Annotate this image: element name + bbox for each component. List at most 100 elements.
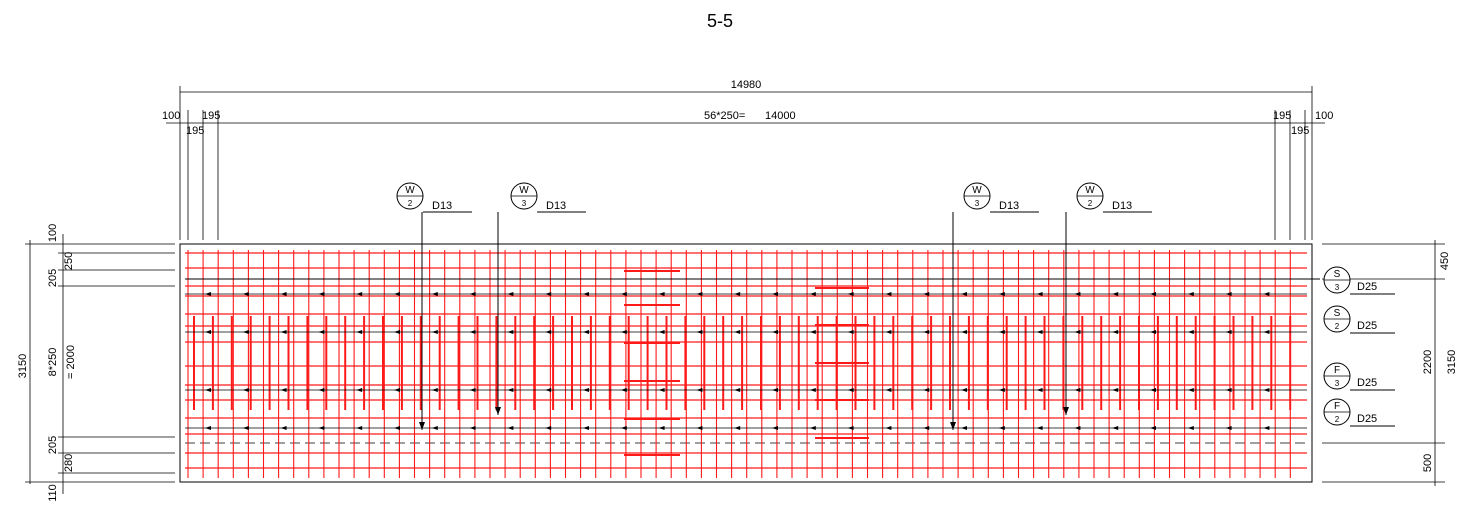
tie-arrow	[356, 388, 363, 392]
tie-arrow	[1036, 426, 1043, 430]
tie-arrow	[318, 292, 325, 296]
tie-arrow	[734, 426, 741, 430]
tie-arrow	[1112, 388, 1119, 392]
span-label: 56*250=	[704, 110, 745, 122]
tie-arrow	[885, 330, 892, 334]
tie-arrow	[394, 330, 400, 334]
tag-letter: S	[1334, 269, 1341, 280]
tie-arrow	[1263, 426, 1270, 430]
tie-arrow	[658, 330, 665, 334]
tie-arrow	[1150, 330, 1156, 334]
tag-label: D25	[1357, 281, 1377, 293]
left-edge-dim: 100	[162, 110, 180, 122]
right-2200-dim: 2200	[1422, 350, 1434, 374]
tie-arrow	[1187, 426, 1194, 430]
left-a-dim: 195	[202, 110, 220, 122]
tie-arrow	[620, 388, 627, 392]
tie-arrow	[734, 330, 741, 334]
tie-arrow	[507, 426, 514, 430]
tie-arrow	[696, 292, 703, 296]
tie-arrow	[507, 292, 514, 296]
tie-arrow	[658, 292, 665, 296]
tie-arrow	[1187, 292, 1194, 296]
tie-arrow	[431, 388, 438, 392]
tie-arrow	[1187, 330, 1194, 334]
tie-arrow	[545, 330, 552, 334]
tie-arrow	[885, 292, 892, 296]
left-110-dim: 110	[47, 484, 59, 502]
tag-letter: F	[1334, 365, 1340, 376]
tie-arrow	[242, 426, 249, 430]
tag-number: 2	[408, 199, 413, 208]
tie-arrow	[1074, 388, 1081, 392]
tag-number: 2	[1335, 322, 1340, 331]
tie-arrow	[1263, 292, 1270, 296]
left-mid-eq-dim: = 2000	[65, 345, 77, 379]
tie-arrow	[1150, 388, 1156, 392]
tie-arrow	[1074, 292, 1081, 296]
tie-arrow	[885, 388, 892, 392]
tie-arrow	[772, 292, 778, 296]
tie-arrow	[205, 292, 211, 296]
tie-arrow	[431, 426, 438, 430]
tag-number: 3	[1335, 283, 1340, 292]
tie-arrow	[961, 426, 967, 430]
tie-arrow	[772, 426, 778, 430]
tie-arrow	[356, 330, 363, 334]
tie-arrow	[1112, 292, 1119, 296]
left-250-dim: 250	[63, 252, 75, 270]
tie-arrow	[1036, 388, 1043, 392]
tag-number: 2	[1088, 199, 1093, 208]
tie-arrow	[998, 292, 1005, 296]
tie-arrow	[1187, 388, 1194, 392]
tie-arrow	[545, 388, 552, 392]
tie-arrow	[318, 388, 325, 392]
tie-arrow	[696, 426, 703, 430]
tie-arrow	[242, 330, 249, 334]
left-280-dim: 280	[63, 454, 75, 472]
top-spacing-dimension: 100 195 195 56*250= 14000 195 100 195	[162, 110, 1333, 240]
tie-arrow	[998, 388, 1005, 392]
tie-arrow	[583, 292, 589, 296]
tie-arrow	[280, 388, 287, 392]
tie-arrow	[847, 292, 854, 296]
tag-number: 2	[1335, 415, 1340, 424]
tag-letter: S	[1334, 308, 1341, 319]
tie-arrow	[583, 388, 589, 392]
tag-letter: F	[1334, 401, 1340, 412]
tie-arrow	[1150, 426, 1156, 430]
tie-arrow	[545, 426, 552, 430]
tie-arrow	[1150, 292, 1156, 296]
tie-arrow	[583, 426, 589, 430]
section-outline	[179, 243, 1313, 483]
tag-label: D13	[999, 200, 1019, 212]
tie-arrow	[1112, 426, 1119, 430]
tie-arrow	[1225, 426, 1232, 430]
tag-label: D25	[1357, 320, 1377, 332]
tie-arrow	[507, 330, 514, 334]
left-dimensions: 3150 100 250 205 8*250 = 2000 205 280 11…	[17, 224, 175, 502]
tie-arrow	[280, 330, 287, 334]
tie-arrow	[809, 388, 816, 392]
left-mid-dim: 8*250	[47, 348, 59, 377]
tie-arrow	[1036, 292, 1043, 296]
tie-arrow	[431, 330, 438, 334]
tie-arrow	[394, 388, 400, 392]
tie-arrow	[961, 388, 967, 392]
tie-arrow	[318, 330, 325, 334]
left-205-bot-dim: 205	[47, 436, 59, 454]
span-value: 14000	[765, 110, 796, 122]
right-rebar-tag: S 3 D25	[1323, 266, 1395, 295]
tie-arrow	[583, 330, 589, 334]
right-b-dim: 195	[1291, 125, 1309, 137]
tie-arrow	[280, 292, 287, 296]
tie-arrow	[469, 426, 476, 430]
right-a-dim: 195	[1273, 110, 1291, 122]
tie-arrow	[356, 426, 363, 430]
tie-arrow	[1225, 292, 1232, 296]
right-total-dim: 3150	[1446, 350, 1457, 374]
